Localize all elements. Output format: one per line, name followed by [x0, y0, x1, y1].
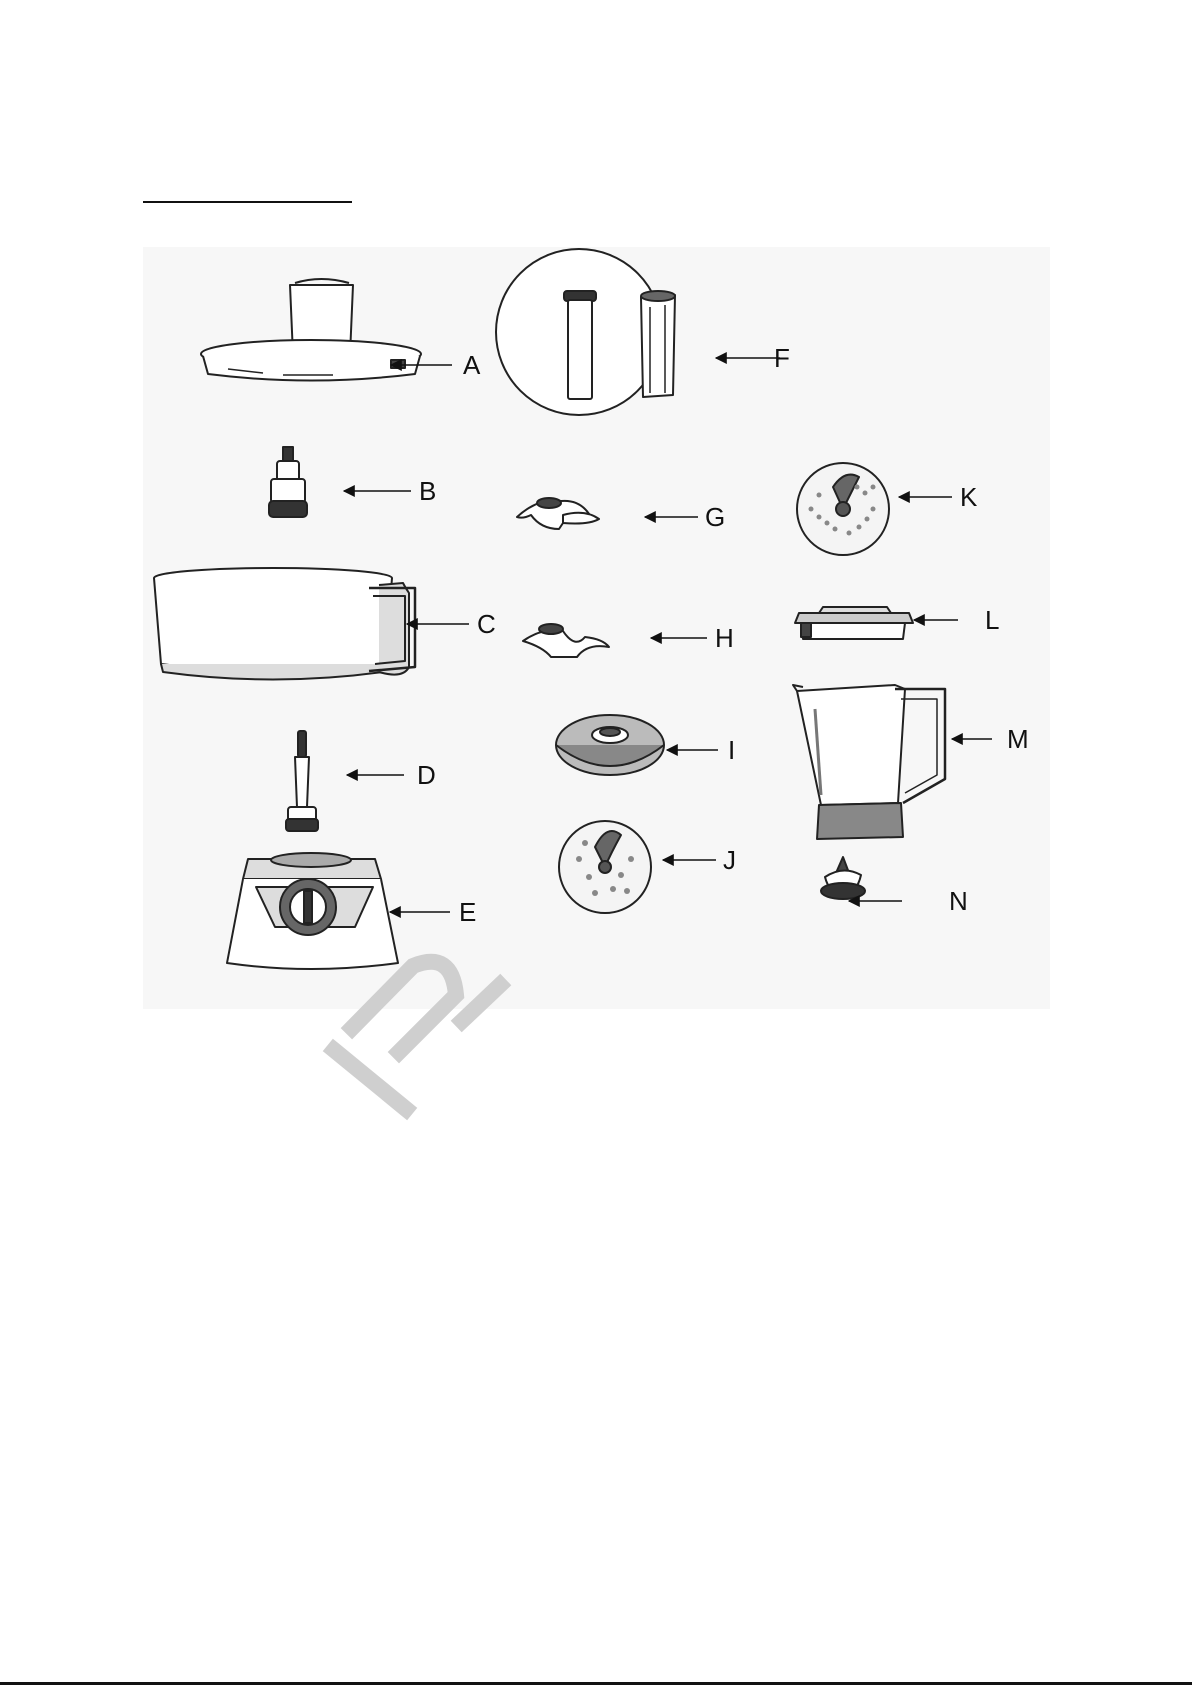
part-label-g: G: [705, 502, 725, 532]
part-k-slicing-shredding-disc: [797, 463, 889, 555]
part-f-food-pushers: [496, 249, 675, 415]
part-label-c: C: [477, 609, 496, 639]
part-b-drive-coupler: [269, 447, 307, 517]
part-e-motor-base: [227, 853, 398, 969]
part-j-grating-disc: [559, 821, 651, 913]
part-label-d: D: [417, 760, 436, 790]
part-label-n: N: [949, 886, 968, 916]
part-m-blender-jug: [793, 685, 945, 839]
part-label-h: H: [715, 623, 734, 653]
part-label-j: J: [723, 845, 736, 875]
part-label-m: M: [1007, 724, 1029, 754]
part-label-b: B: [419, 476, 436, 506]
part-d-drive-spindle: [286, 731, 318, 831]
part-l-blender-lid: [795, 607, 913, 639]
part-h-dough-blade: [523, 624, 609, 657]
part-n-blender-blade-assembly: [821, 857, 865, 899]
part-a-lid-with-feed-tube: [201, 279, 421, 381]
part-c-processing-bowl: [154, 568, 415, 680]
part-i-emulsifying-disc: [556, 715, 664, 775]
part-g-chopping-blade: [517, 498, 599, 529]
part-label-e: E: [459, 897, 476, 927]
part-label-k: K: [960, 482, 978, 512]
part-label-l: L: [985, 605, 999, 635]
part-label-f: F: [774, 343, 790, 373]
section-heading-underline: [143, 201, 352, 203]
part-label-i: I: [728, 735, 735, 765]
parts-diagram: A B C D E F G H I J K L M N: [143, 247, 1050, 1009]
part-label-a: A: [463, 350, 481, 380]
